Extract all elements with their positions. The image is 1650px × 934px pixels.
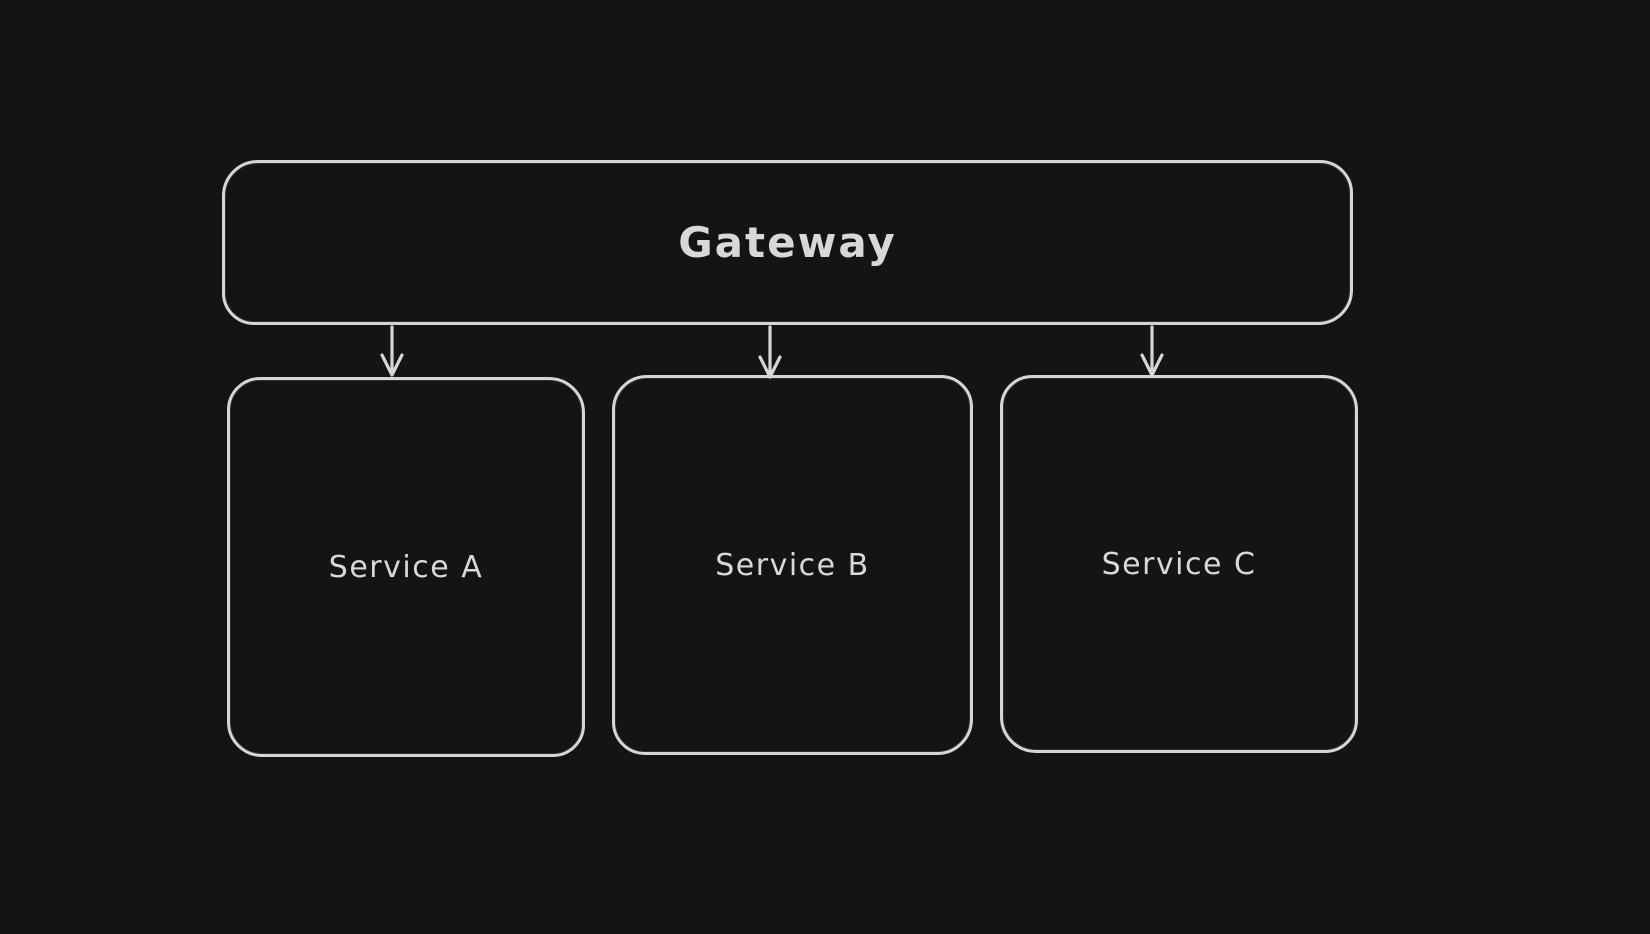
node-service-c[interactable]: Service C [1000, 375, 1358, 753]
arrow-gateway-to-service-a[interactable] [380, 325, 404, 377]
node-service-a-label: Service A [328, 549, 484, 585]
node-gateway[interactable]: Gateway [222, 160, 1353, 325]
node-service-b[interactable]: Service B [612, 375, 973, 755]
arrow-gateway-to-service-b[interactable] [758, 325, 782, 379]
node-gateway-label: Gateway [678, 218, 897, 267]
node-service-c-label: Service C [1101, 546, 1257, 582]
node-service-a[interactable]: Service A [227, 377, 585, 757]
node-service-b-label: Service B [715, 547, 870, 583]
arrow-gateway-to-service-c[interactable] [1140, 325, 1164, 377]
